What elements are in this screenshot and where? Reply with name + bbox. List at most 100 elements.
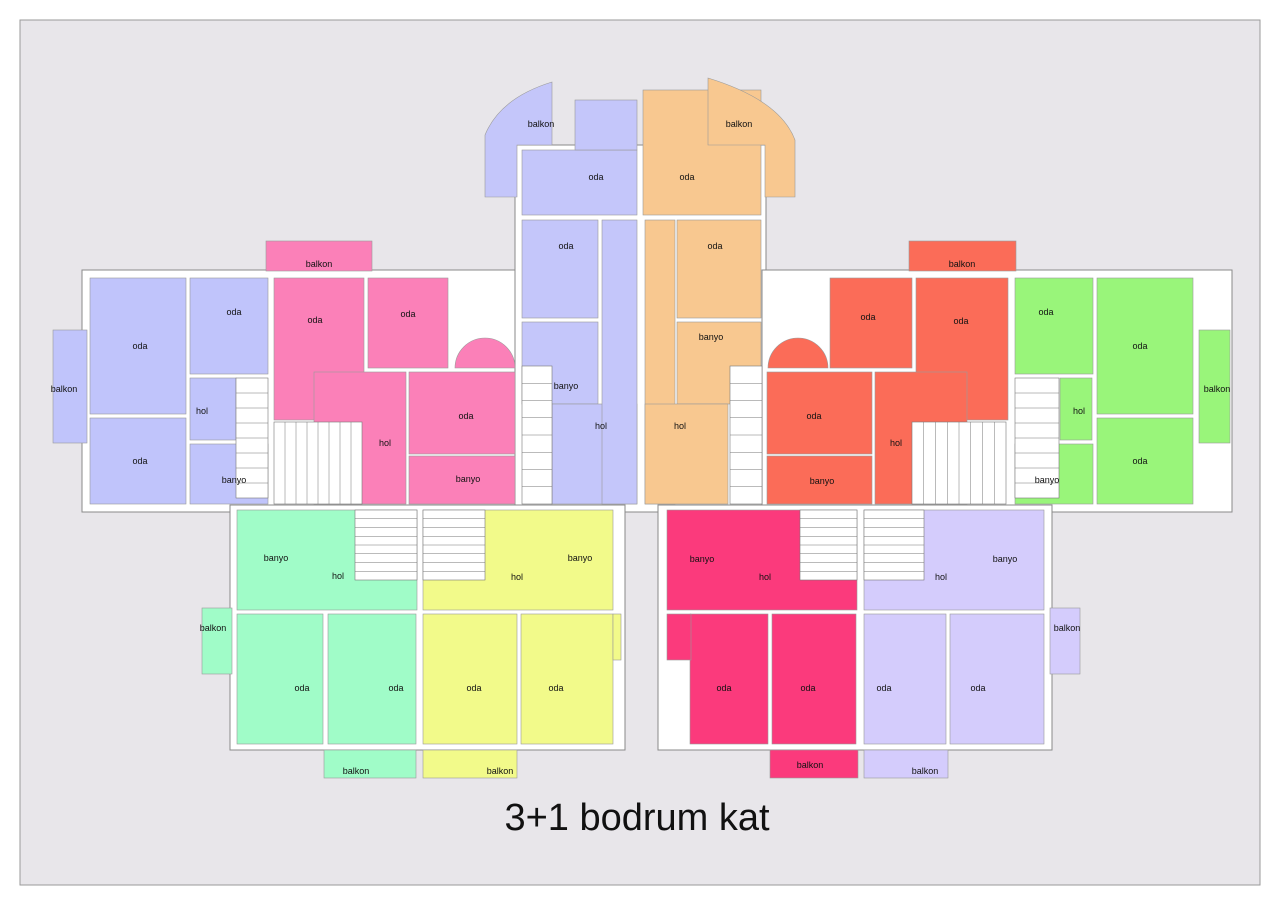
room-area xyxy=(574,99,638,151)
room-label-hol: hol xyxy=(1073,406,1085,416)
room-label-balkon: balkon xyxy=(797,760,824,770)
room-area xyxy=(89,417,187,505)
staircase xyxy=(273,421,363,505)
room-area xyxy=(666,613,692,661)
room-label-balkon: balkon xyxy=(343,766,370,776)
room-area xyxy=(422,613,518,745)
room-label-hol: hol xyxy=(759,572,771,582)
room-label-banyo: banyo xyxy=(810,476,835,486)
balcony-area xyxy=(767,337,829,369)
room-label-hol: hol xyxy=(196,406,208,416)
room-label-balkon: balkon xyxy=(726,119,753,129)
room-label-hol: hol xyxy=(935,572,947,582)
room-area xyxy=(1096,417,1194,505)
staircase xyxy=(729,365,763,505)
room-label-balkon: balkon xyxy=(51,384,78,394)
room-label-oda: oda xyxy=(294,683,309,693)
balcony-area xyxy=(454,337,516,369)
staircase xyxy=(911,421,1007,505)
stairs-layer xyxy=(235,365,1060,581)
room-area xyxy=(327,613,417,745)
room-label-oda: oda xyxy=(1038,307,1053,317)
room-label-oda: oda xyxy=(558,241,573,251)
room-area xyxy=(1059,377,1093,441)
room-area xyxy=(612,613,622,661)
room-area xyxy=(689,613,769,745)
room-label-oda: oda xyxy=(466,683,481,693)
room-area xyxy=(521,219,599,319)
balcony-area xyxy=(484,81,553,198)
room-area xyxy=(189,377,237,441)
room-area xyxy=(323,749,417,779)
room-area xyxy=(829,277,913,369)
room-area xyxy=(52,329,88,444)
room-label-hol: hol xyxy=(595,421,607,431)
room-area xyxy=(1096,277,1194,415)
room-area xyxy=(766,455,873,505)
room-label-oda: oda xyxy=(132,456,147,466)
room-area xyxy=(949,613,1045,745)
room-area xyxy=(1198,329,1231,444)
room-label-balkon: balkon xyxy=(912,766,939,776)
room-label-oda: oda xyxy=(132,341,147,351)
room-label-oda: oda xyxy=(679,172,694,182)
room-area xyxy=(236,613,324,745)
room-label-balkon: balkon xyxy=(306,259,333,269)
room-area xyxy=(367,277,449,369)
room-label-banyo: banyo xyxy=(568,553,593,563)
room-area xyxy=(1049,607,1081,675)
room-area xyxy=(601,219,638,505)
room-label-oda: oda xyxy=(1132,341,1147,351)
room-label-hol: hol xyxy=(332,571,344,581)
room-label-oda: oda xyxy=(226,307,241,317)
room-label-balkon: balkon xyxy=(949,259,976,269)
room-label-banyo: banyo xyxy=(1035,475,1060,485)
room-label-hol: hol xyxy=(674,421,686,431)
room-label-oda: oda xyxy=(458,411,473,421)
staircase xyxy=(521,365,553,505)
staircase xyxy=(1014,377,1060,499)
room-label-oda: oda xyxy=(806,411,821,421)
room-area xyxy=(766,371,873,455)
room-label-oda: oda xyxy=(860,312,875,322)
room-label-banyo: banyo xyxy=(222,475,247,485)
room-label-hol: hol xyxy=(511,572,523,582)
room-label-balkon: balkon xyxy=(487,766,514,776)
staircase xyxy=(422,509,486,581)
room-area xyxy=(408,455,516,505)
room-label-oda: oda xyxy=(876,683,891,693)
room-area xyxy=(408,371,516,455)
plan-title: 3+1 bodrum kat xyxy=(504,797,770,839)
room-label-oda: oda xyxy=(1132,456,1147,466)
room-area xyxy=(908,240,1017,272)
room-label-banyo: banyo xyxy=(699,332,724,342)
room-area xyxy=(422,749,518,779)
room-label-oda: oda xyxy=(588,172,603,182)
room-label-balkon: balkon xyxy=(528,119,555,129)
room-label-banyo: banyo xyxy=(264,553,289,563)
room-label-oda: oda xyxy=(716,683,731,693)
staircase xyxy=(799,509,858,581)
room-label-balkon: balkon xyxy=(1054,623,1081,633)
room-label-banyo: banyo xyxy=(456,474,481,484)
room-area xyxy=(769,749,859,779)
room-label-oda: oda xyxy=(548,683,563,693)
room-area xyxy=(265,240,373,272)
room-area xyxy=(644,403,729,505)
room-area xyxy=(1014,277,1094,375)
room-labels: oda oda oda hol banyo balkon balkon oda oda hol od… xyxy=(51,119,1231,776)
room-label-oda: oda xyxy=(970,683,985,693)
balcony-area xyxy=(707,77,796,198)
room-area xyxy=(189,277,269,375)
room-label-oda: oda xyxy=(388,683,403,693)
room-area xyxy=(863,749,949,779)
room-label-oda: oda xyxy=(707,241,722,251)
rooms-layer xyxy=(52,77,1231,779)
staircase xyxy=(863,509,925,581)
room-label-banyo: banyo xyxy=(554,381,579,391)
room-label-balkon: balkon xyxy=(200,623,227,633)
room-area xyxy=(89,277,187,415)
room-area xyxy=(521,149,638,216)
room-area xyxy=(771,613,857,745)
